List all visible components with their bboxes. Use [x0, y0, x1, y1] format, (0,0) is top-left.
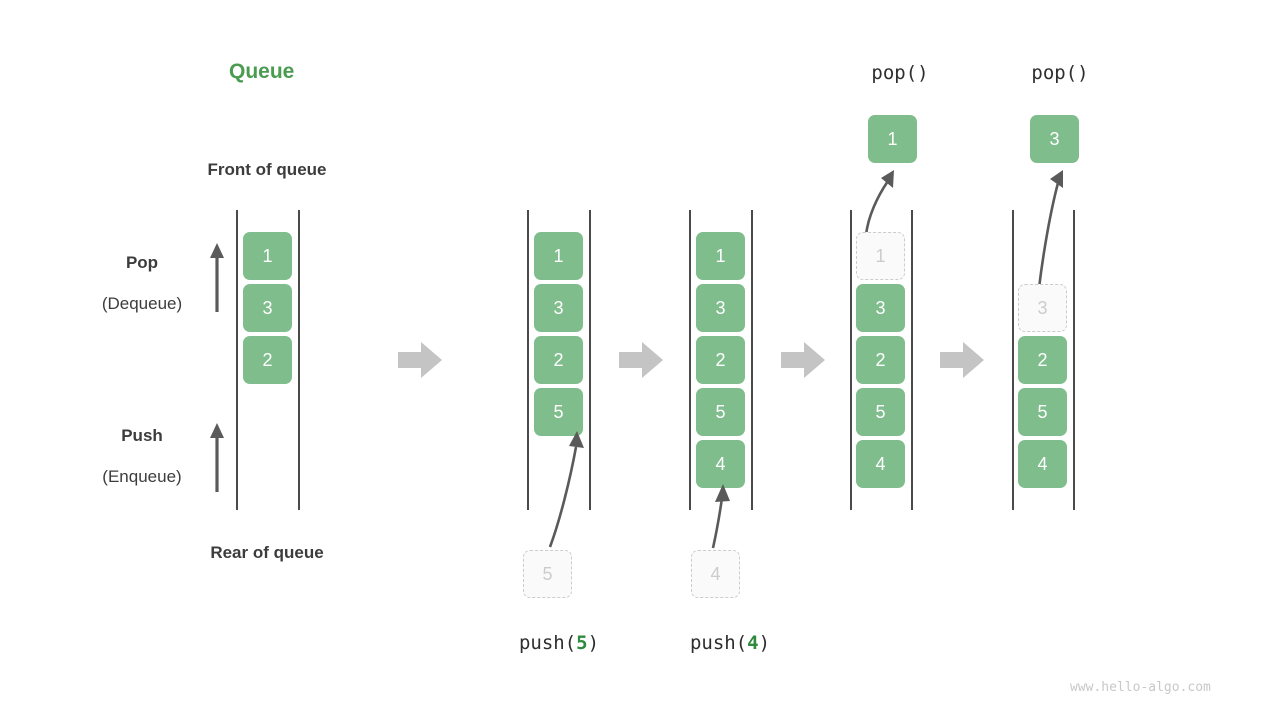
rail-right: [911, 210, 913, 510]
rail-left: [689, 210, 691, 510]
step-right-arrow-icon: [619, 342, 663, 378]
queue-cell: 2: [696, 336, 745, 384]
push-sublabel: (Enqueue): [102, 467, 182, 486]
queue-cell: 3: [696, 284, 745, 332]
rail-left: [527, 210, 529, 510]
rail-left: [236, 210, 238, 510]
front-of-queue-label: Front of queue: [207, 160, 327, 179]
incoming-ghost-cell: 5: [523, 550, 572, 598]
rail-right: [298, 210, 300, 510]
queue-cell: 4: [1018, 440, 1067, 488]
queue-cell: 4: [696, 440, 745, 488]
pop-direction-up-arrow-icon: [210, 243, 224, 312]
popped-ghost-cell: 3: [1018, 284, 1067, 332]
queue-cell: 4: [856, 440, 905, 488]
op-label-pop: pop(): [1031, 62, 1089, 84]
rail-right: [751, 210, 753, 510]
push-transfer-curved-arrow-icon: [548, 431, 584, 548]
rail-right: [1073, 210, 1075, 510]
pop-label: Pop: [125, 253, 159, 272]
queue-cell: 5: [696, 388, 745, 436]
pop-sublabel: (Dequeue): [101, 294, 183, 313]
push-label: Push: [121, 426, 163, 445]
push-arg: 4: [747, 632, 759, 654]
queue-cell: 5: [856, 388, 905, 436]
watermark: www.hello-algo.com: [1070, 680, 1211, 695]
step-right-arrow-icon: [940, 342, 984, 378]
rail-left: [1012, 210, 1014, 510]
queue-cell: 5: [534, 388, 583, 436]
popped-cell: 3: [1030, 115, 1079, 163]
step-right-arrow-icon: [398, 342, 442, 378]
op-label-pop: pop(): [871, 62, 929, 84]
push-arg: 5: [576, 632, 588, 654]
queue-cell: 1: [696, 232, 745, 280]
queue-cell: 2: [856, 336, 905, 384]
stage-caption-push-4: push(4): [689, 632, 771, 654]
pop-transfer-curved-arrow-icon: [864, 170, 894, 236]
step-right-arrow-icon: [781, 342, 825, 378]
queue-cell: 3: [243, 284, 292, 332]
page-title: Queue: [229, 60, 295, 83]
queue-cell: 3: [534, 284, 583, 332]
rail-right: [589, 210, 591, 510]
rail-left: [850, 210, 852, 510]
queue-cell: 1: [534, 232, 583, 280]
push-transfer-curved-arrow-icon: [711, 484, 730, 549]
incoming-ghost-cell: 4: [691, 550, 740, 598]
queue-cell: 2: [534, 336, 583, 384]
popped-ghost-cell: 1: [856, 232, 905, 280]
queue-cell: 5: [1018, 388, 1067, 436]
queue-cell: 1: [243, 232, 292, 280]
stage-caption-push-5: push(5): [518, 632, 600, 654]
popped-cell: 1: [868, 115, 917, 163]
push-direction-up-arrow-icon: [210, 423, 224, 492]
queue-cell: 3: [856, 284, 905, 332]
rear-of-queue-label: Rear of queue: [210, 543, 324, 562]
queue-cell: 2: [243, 336, 292, 384]
queue-cell: 2: [1018, 336, 1067, 384]
pop-transfer-curved-arrow-icon: [1037, 170, 1063, 289]
